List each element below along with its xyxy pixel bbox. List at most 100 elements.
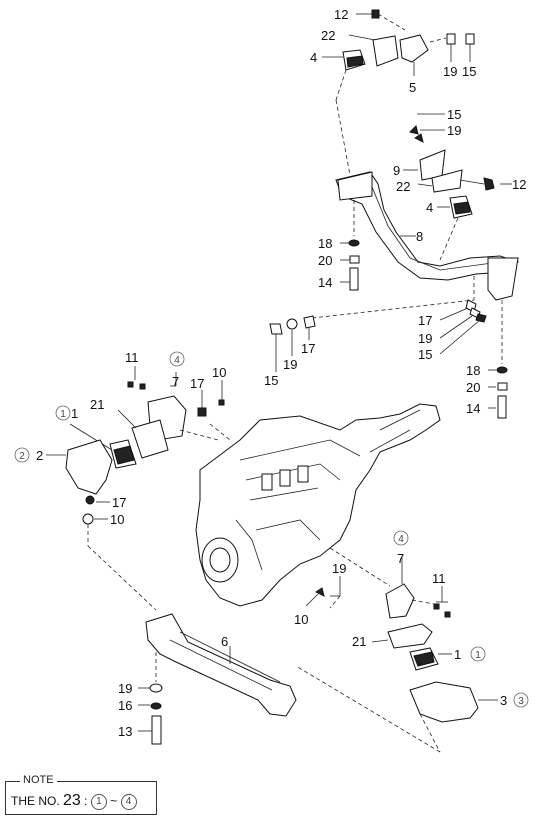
- label-1-right: 1: [454, 647, 461, 662]
- note-title: NOTE: [20, 774, 57, 786]
- circle-marker-3: 3: [518, 696, 524, 707]
- right-lower-mount-group: [295, 547, 498, 753]
- nut-17-left: [197, 407, 207, 417]
- nut-15-top: [465, 33, 475, 45]
- bolt-12-right: [483, 177, 495, 191]
- insulator-22-top: [372, 35, 399, 67]
- label-12-right: 12: [512, 177, 526, 192]
- note-tilde: ~: [110, 794, 118, 808]
- bolt-12-top: [371, 9, 380, 19]
- bracket-5: [399, 34, 429, 63]
- label-10-upper: 10: [212, 365, 226, 380]
- label-21-right: 21: [352, 634, 366, 649]
- nut-15-right: [409, 125, 419, 135]
- label-22-right: 22: [396, 179, 410, 194]
- circle-marker-2: 2: [19, 451, 25, 462]
- label-10-right: 10: [294, 612, 308, 627]
- label-13: 13: [118, 724, 132, 739]
- label-21-left: 21: [90, 397, 104, 412]
- label-19-right3: 19: [332, 561, 346, 576]
- note-prefix: THE NO.: [11, 794, 60, 808]
- nut-20-lower: [497, 382, 508, 391]
- label-9: 9: [393, 163, 400, 178]
- label-18-lower: 18: [466, 363, 480, 378]
- label-22-top: 22: [321, 28, 335, 43]
- label-17-left: 17: [190, 376, 204, 391]
- label-18-upper: 18: [318, 236, 332, 251]
- label-7-right: 7: [397, 551, 404, 566]
- bracket-7-right: [385, 583, 415, 619]
- bracket-2-left: [65, 439, 113, 495]
- label-14-lower: 14: [466, 401, 480, 416]
- label-20-lower: 20: [466, 380, 480, 395]
- circle-marker-4-right: 4: [398, 534, 404, 545]
- circle-marker-4-left: 4: [174, 355, 180, 366]
- nut-17-left-lower: [85, 495, 95, 505]
- label-19-mid: 19: [283, 357, 297, 372]
- nut-10-left: [82, 513, 94, 525]
- bracket-3-right: [409, 681, 479, 723]
- label-11-left: 11: [125, 350, 139, 365]
- label-20-upper: 20: [318, 253, 332, 268]
- bolt-14-lower: [497, 395, 507, 419]
- label-15-mid: 15: [264, 373, 278, 388]
- label-19-right2: 19: [418, 331, 432, 346]
- label-19-right: 19: [447, 123, 461, 138]
- member-left-fasteners: [340, 200, 360, 291]
- middle-fastener-group: [269, 299, 475, 372]
- note-colon: :: [84, 794, 88, 808]
- washer-19-top: [446, 33, 456, 45]
- label-11-right: 11: [432, 571, 446, 586]
- label-2: 2: [36, 448, 43, 463]
- crossmember-8: [335, 171, 520, 301]
- label-8: 8: [416, 229, 423, 244]
- label-4-right: 4: [426, 200, 433, 215]
- bolt-14-upper: [349, 267, 359, 291]
- label-10-left: 10: [110, 512, 124, 527]
- nut-20-upper: [349, 255, 360, 264]
- label-15-top: 15: [462, 64, 476, 79]
- bolt-10-right: [315, 587, 325, 597]
- label-5: 5: [409, 80, 416, 95]
- label-14-upper: 14: [318, 275, 332, 290]
- label-6: 6: [221, 634, 228, 649]
- left-mount-group: [46, 366, 231, 611]
- bolt-11-d: [444, 611, 451, 618]
- label-17-mid: 17: [301, 341, 315, 356]
- insulator-22-right: [431, 169, 463, 193]
- label-1-left: 1: [71, 406, 78, 421]
- part-number-labels: 12 22 4 5 19 15 15 19 9 22 12 4 8 18 20 …: [36, 7, 526, 739]
- lower-left-fasteners: [138, 652, 163, 745]
- crossmember-6: [145, 613, 297, 717]
- member-right-fasteners: [439, 276, 508, 419]
- insulator-21-left: [131, 419, 169, 459]
- nut-15-mid: [269, 323, 283, 335]
- bolt-13: [151, 715, 162, 745]
- top-mount-group: [322, 9, 475, 176]
- right-upper-group: [403, 113, 512, 261]
- label-19-top: 19: [443, 64, 457, 79]
- nut-15-right2: [475, 313, 487, 323]
- note-circle-from: 1: [90, 793, 107, 810]
- label-15-right2: 15: [418, 347, 432, 362]
- label-16: 16: [118, 698, 132, 713]
- engine-transmission: [195, 403, 441, 607]
- washer-19-mid: [286, 318, 298, 330]
- note-text: THE NO. 23 : 1 ~ 4: [11, 792, 137, 810]
- washer-19-right: [414, 133, 424, 143]
- insulator-21-right: [387, 623, 433, 649]
- note-circle-to: 4: [120, 793, 137, 810]
- circle-marker-1-right: 1: [475, 650, 481, 661]
- circle-marker-1-left: 1: [60, 409, 66, 420]
- label-17-right: 17: [418, 313, 432, 328]
- nut-10-upper: [218, 399, 225, 406]
- washer-18-upper: [348, 239, 360, 247]
- bolt-11-b: [139, 383, 146, 390]
- nut-17-mid: [303, 315, 316, 329]
- circled-markers: 4 1 2 4 1 3: [14, 351, 529, 708]
- label-19-lower: 19: [118, 681, 132, 696]
- label-12-top: 12: [334, 7, 348, 22]
- label-4-top: 4: [310, 50, 317, 65]
- label-3: 3: [500, 693, 507, 708]
